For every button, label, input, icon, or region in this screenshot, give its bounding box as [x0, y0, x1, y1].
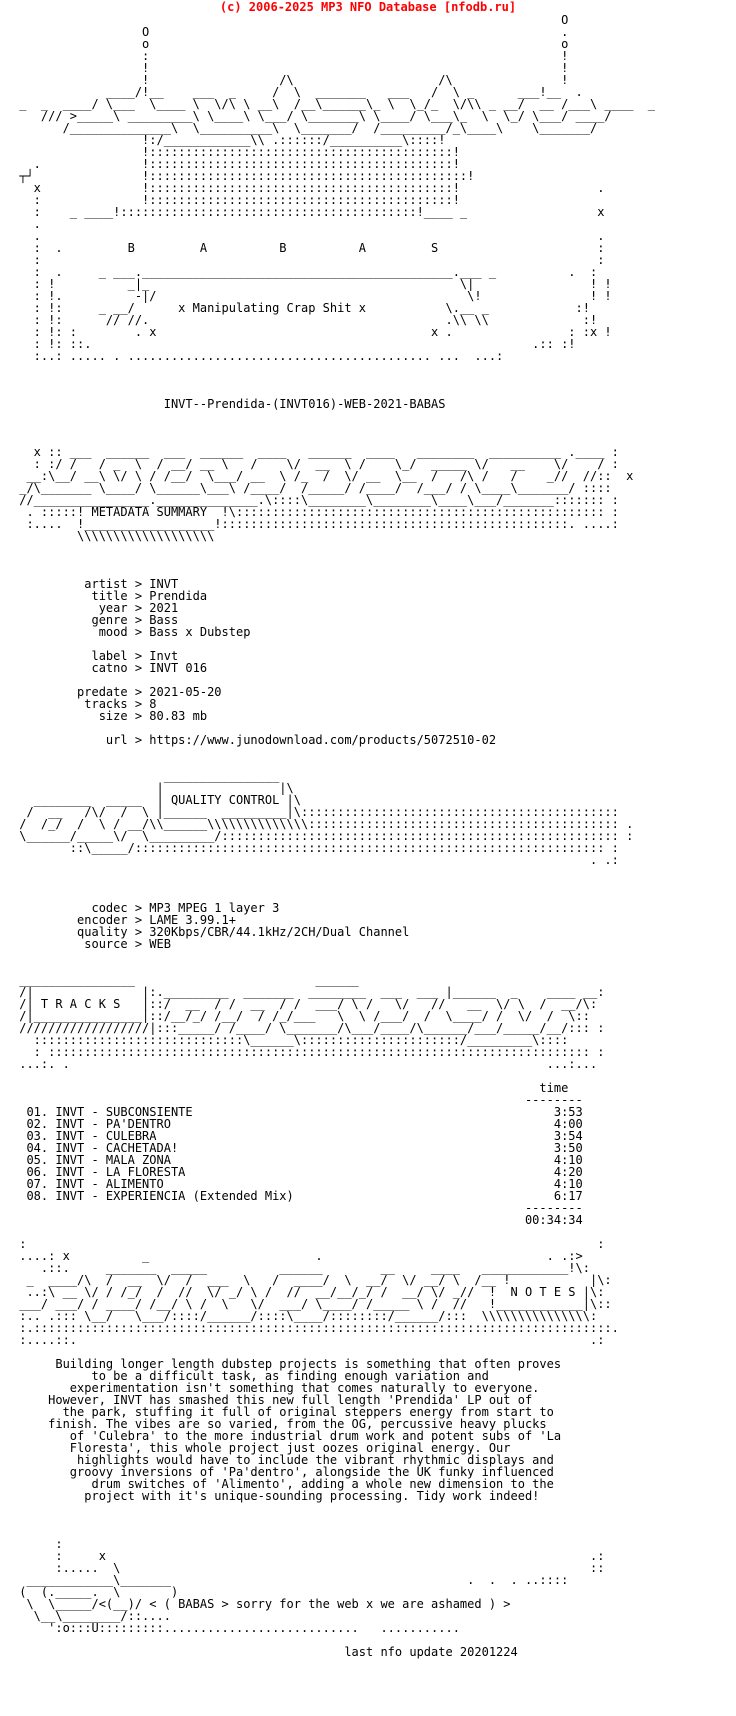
nfo-text-document: O O . o o : [19, 13, 655, 1659]
nfodb-credit-header: (c) 2006-2025 MP3 NFO Database [nfodb.ru… [219, 0, 517, 14]
